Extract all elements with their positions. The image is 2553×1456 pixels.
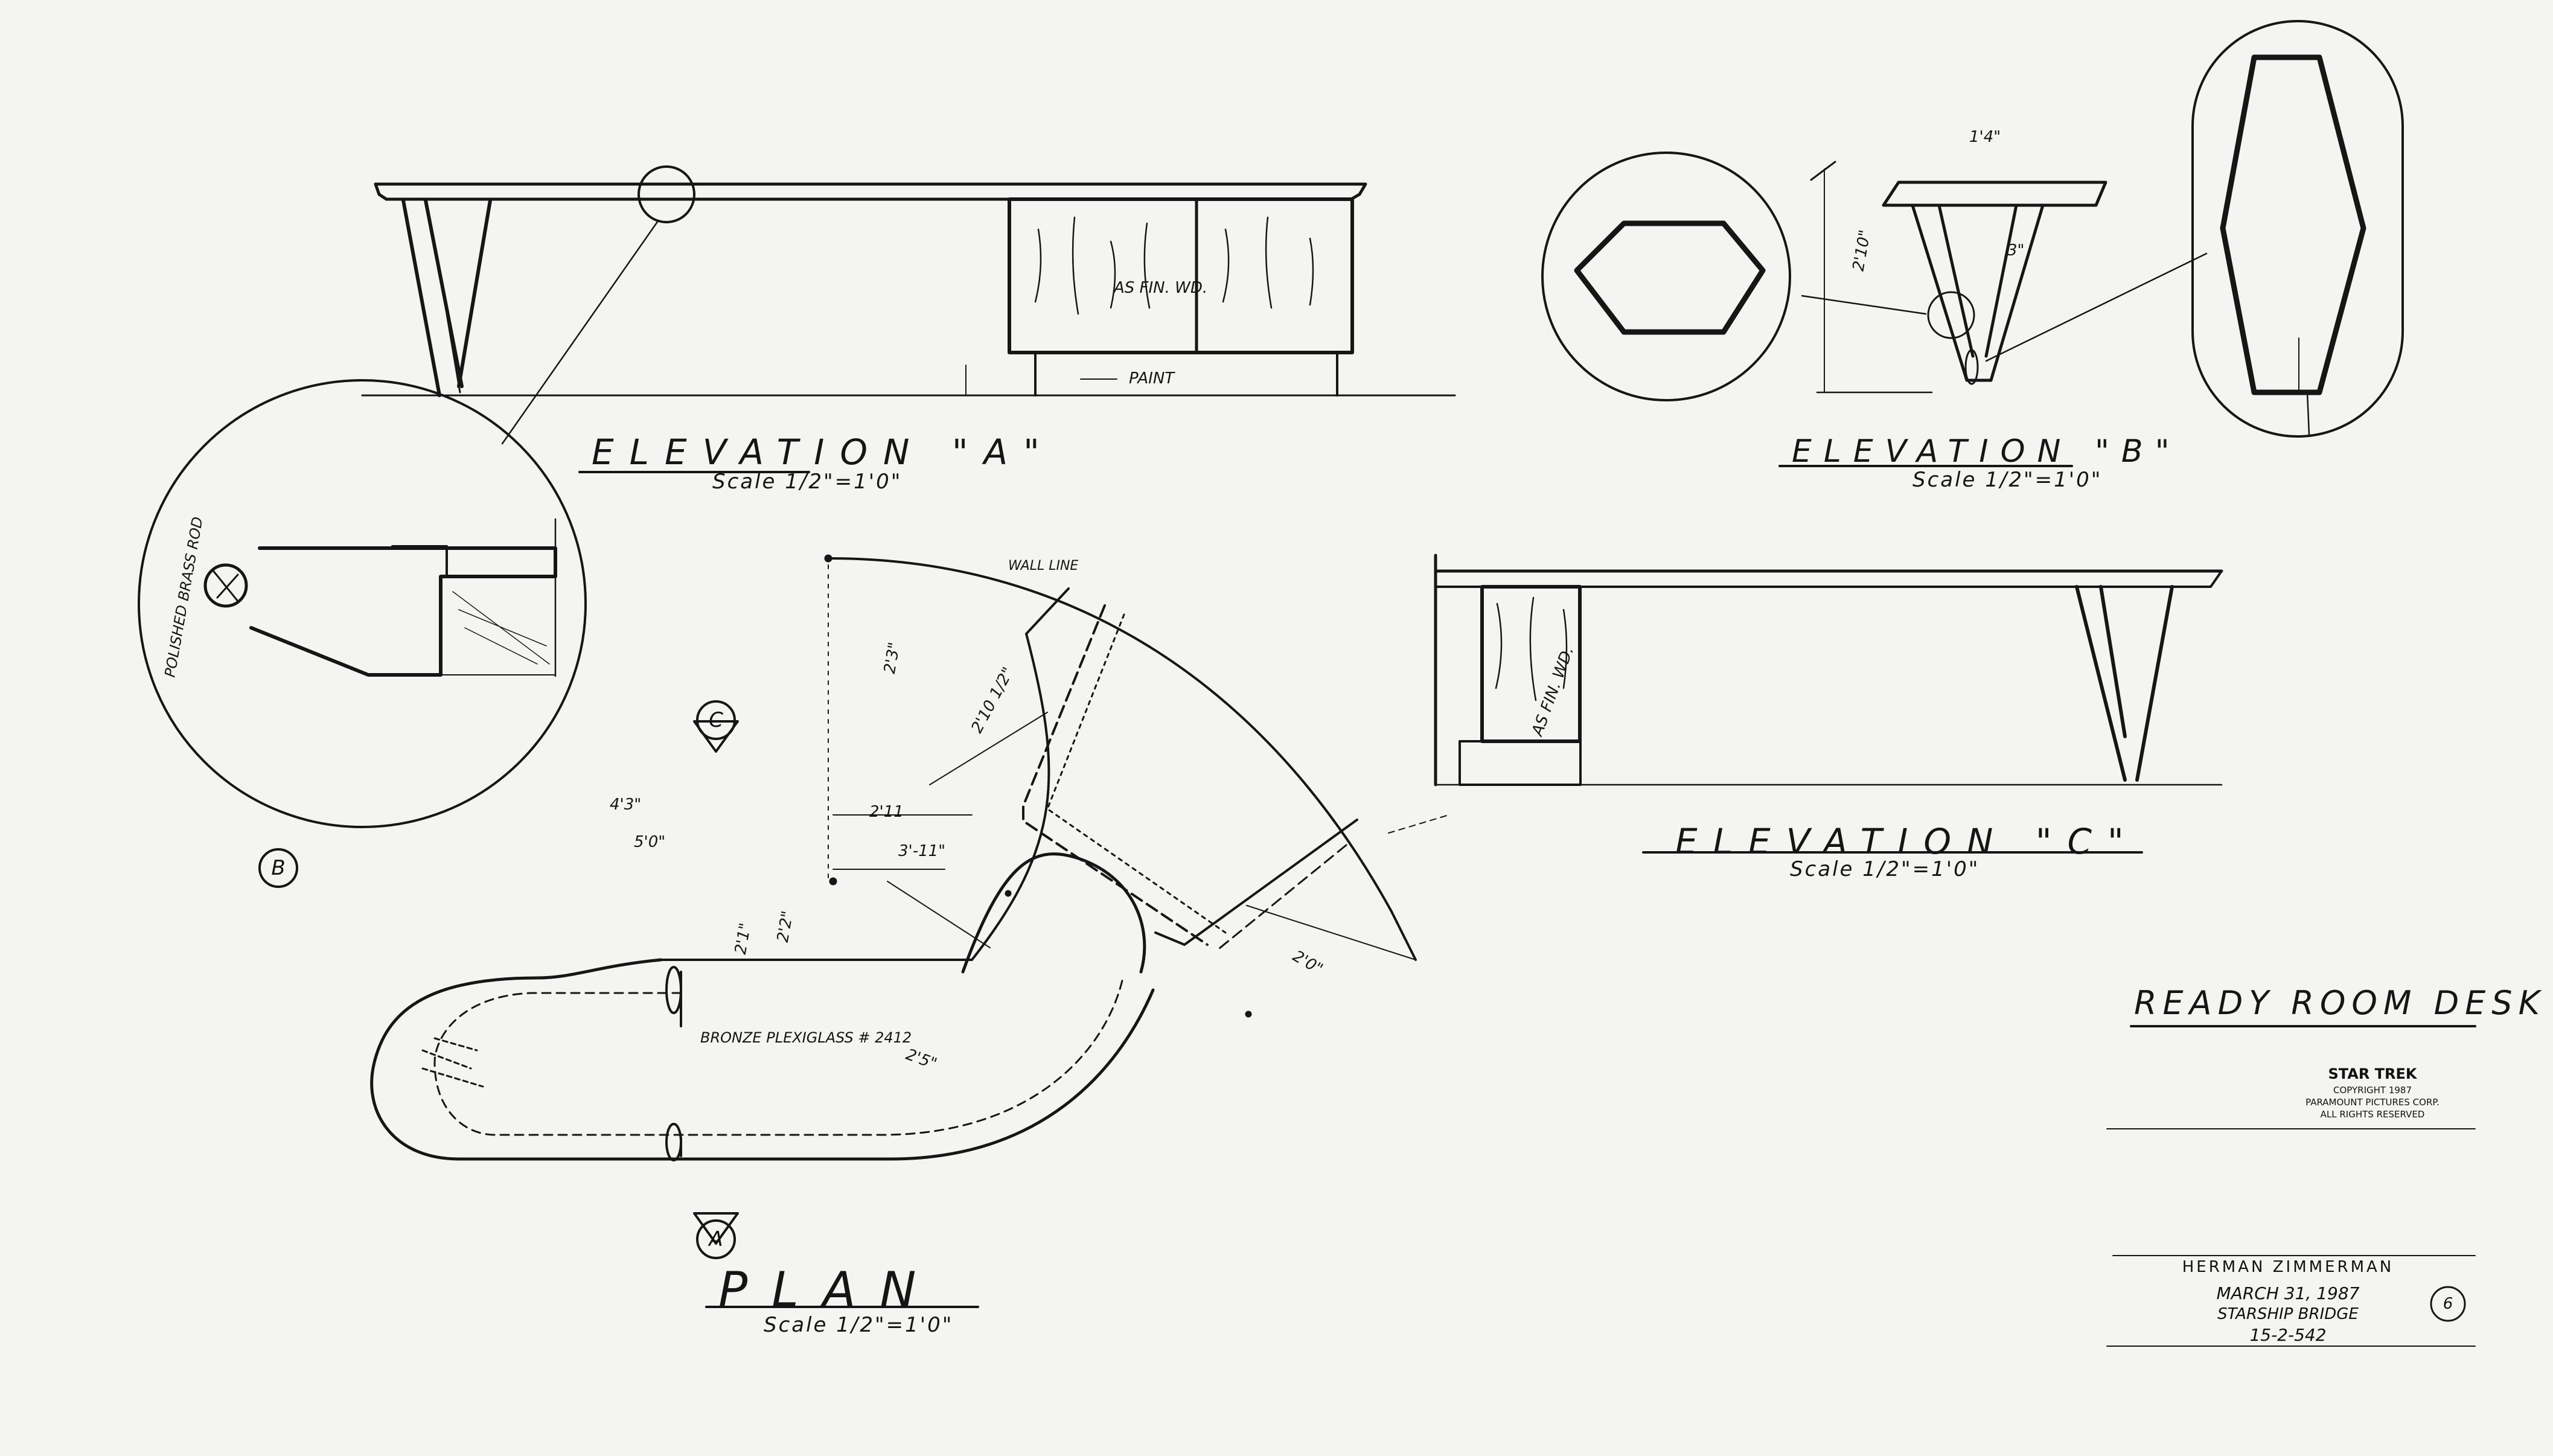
title-block-copyright-2: PARAMOUNT PICTURES CORP. bbox=[2305, 1097, 2440, 1108]
plan-drawing bbox=[370, 554, 1449, 1308]
elevation-c-drawing bbox=[1434, 554, 2223, 854]
elevation-b-top-dim: 1'4" bbox=[1969, 128, 2001, 146]
elevation-a-drawing bbox=[361, 165, 1456, 473]
elevation-b-scale: Scale 1/2"=1'0" bbox=[1912, 468, 2103, 492]
title-block-designer: HERMAN ZIMMERMAN bbox=[2182, 1258, 2394, 1276]
plan-plexiglass-note: BRONZE PLEXIGLASS # 2412 bbox=[700, 1029, 912, 1046]
title-block: STAR TREK COPYRIGHT 1987 PARAMOUNT PICTU… bbox=[2101, 990, 2475, 1364]
section-markers bbox=[693, 720, 739, 1245]
elevation-c-title: ELEVATION "C" bbox=[1675, 821, 2139, 862]
elevation-b-drawing bbox=[1541, 20, 2404, 467]
elevation-a-scale: Scale 1/2"=1'0" bbox=[712, 470, 903, 494]
plan-title: PLAN bbox=[718, 1262, 941, 1318]
plan-dim-7: 5'0" bbox=[634, 833, 666, 851]
plan-wall-line-note: WALL LINE bbox=[1008, 558, 1079, 573]
plan-dim-2: 3'-11" bbox=[898, 842, 946, 860]
title-block-copyright-1: COPYRIGHT 1987 bbox=[2333, 1085, 2412, 1096]
elevation-a-title: ELEVATION "A" bbox=[592, 432, 1055, 473]
title-block-number: 15-2-542 bbox=[2249, 1325, 2327, 1345]
section-marker-a: A bbox=[696, 1219, 736, 1259]
title-block-show: STAR TREK bbox=[2328, 1065, 2417, 1082]
elevation-b-leg-dim: 3" bbox=[2007, 241, 2025, 260]
title-block-copyright-3: ALL RIGHTS RESERVED bbox=[2320, 1109, 2425, 1120]
elevation-c-scale: Scale 1/2"=1'0" bbox=[1790, 857, 1980, 881]
section-marker-c: C bbox=[696, 700, 736, 740]
elevation-b-title: ELEVATION "B" bbox=[1792, 433, 2182, 470]
detail-b-drawing bbox=[138, 379, 587, 828]
plan-dim-5: 4'3" bbox=[610, 796, 642, 814]
plan-scale: Scale 1/2"=1'0" bbox=[764, 1313, 954, 1337]
sheet-title: READY ROOM DESK bbox=[2134, 984, 2546, 1022]
elevation-a-finish-note: AS FIN. WD. bbox=[1114, 279, 1208, 297]
plan-dim-3: 2'11 bbox=[869, 803, 904, 821]
title-block-sheet-number: 6 bbox=[2443, 1295, 2453, 1313]
title-block-rules bbox=[2106, 1025, 2476, 1347]
title-block-set: STARSHIP BRIDGE bbox=[2217, 1305, 2359, 1323]
elevation-a-paint-note: PAINT bbox=[1129, 369, 1175, 388]
section-marker-b: B bbox=[258, 848, 298, 888]
title-block-date: MARCH 31, 1987 bbox=[2216, 1283, 2360, 1303]
